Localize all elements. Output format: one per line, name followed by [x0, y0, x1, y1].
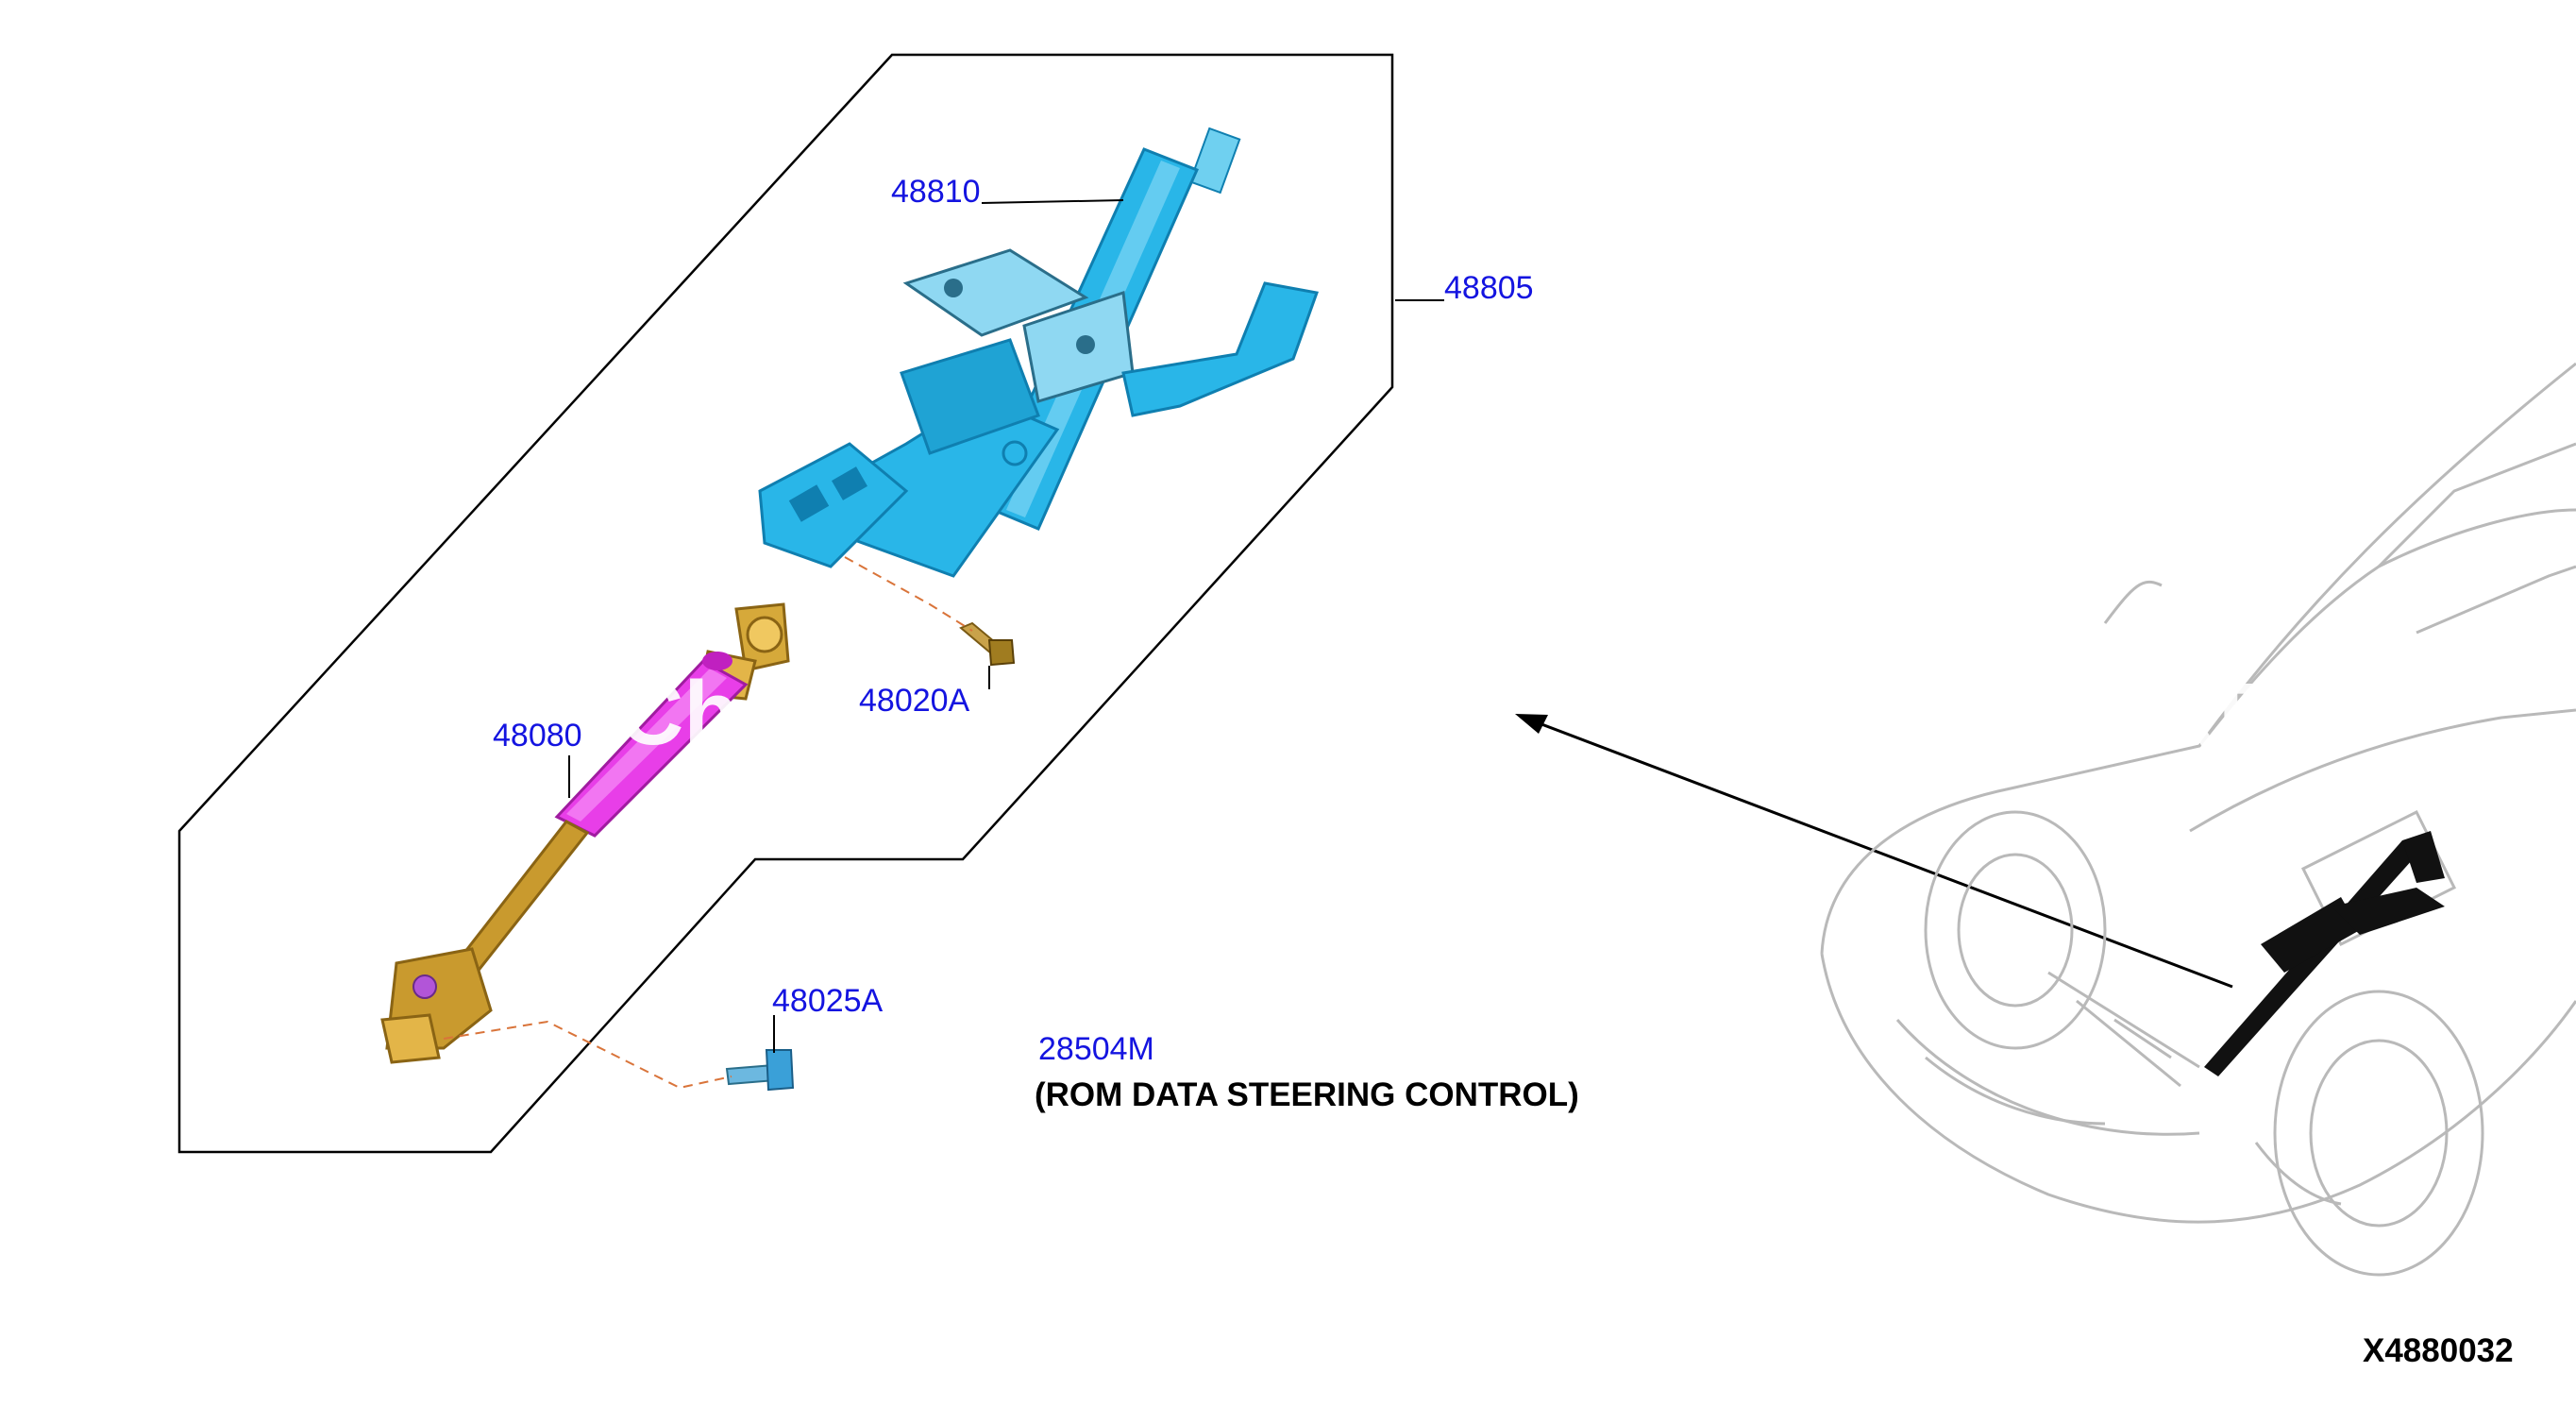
vehicle-steering-column-highlight: [2204, 831, 2445, 1076]
diagram-code: X4880032: [2363, 1332, 2514, 1369]
part-label-48080[interactable]: 48080: [493, 718, 582, 754]
watermark-fragment-left: Ch: [618, 663, 739, 764]
watermark-fragment-right: STORE.S: [1968, 665, 2365, 766]
part-label-28504m[interactable]: 28504M: [1038, 1031, 1154, 1067]
bolt-48025a[interactable]: [725, 1049, 795, 1092]
leader-48810: [981, 199, 1124, 204]
intermediate-shaft-part[interactable]: [380, 602, 790, 1064]
steering-column-part[interactable]: [758, 127, 1320, 578]
vehicle-location-illustration: [1820, 362, 2576, 1277]
dashed-guide-bolt-48025a: [443, 1020, 732, 1090]
part-label-48805[interactable]: 48805: [1444, 270, 1534, 306]
bolt-48020a[interactable]: [959, 621, 1016, 667]
part-label-48025a[interactable]: 48025A: [772, 983, 884, 1019]
part-label-48810[interactable]: 48810: [891, 174, 981, 210]
part-label-48020a[interactable]: 48020A: [859, 683, 970, 719]
assembly-boundary-outline: [177, 53, 1394, 1154]
rom-data-caption: (ROM DATA STEERING CONTROL): [1035, 1076, 1579, 1113]
location-arrow-line: [1528, 718, 2233, 989]
dashed-guide-bolt-48020a: [844, 556, 973, 632]
location-arrow-head: [1515, 714, 1548, 734]
